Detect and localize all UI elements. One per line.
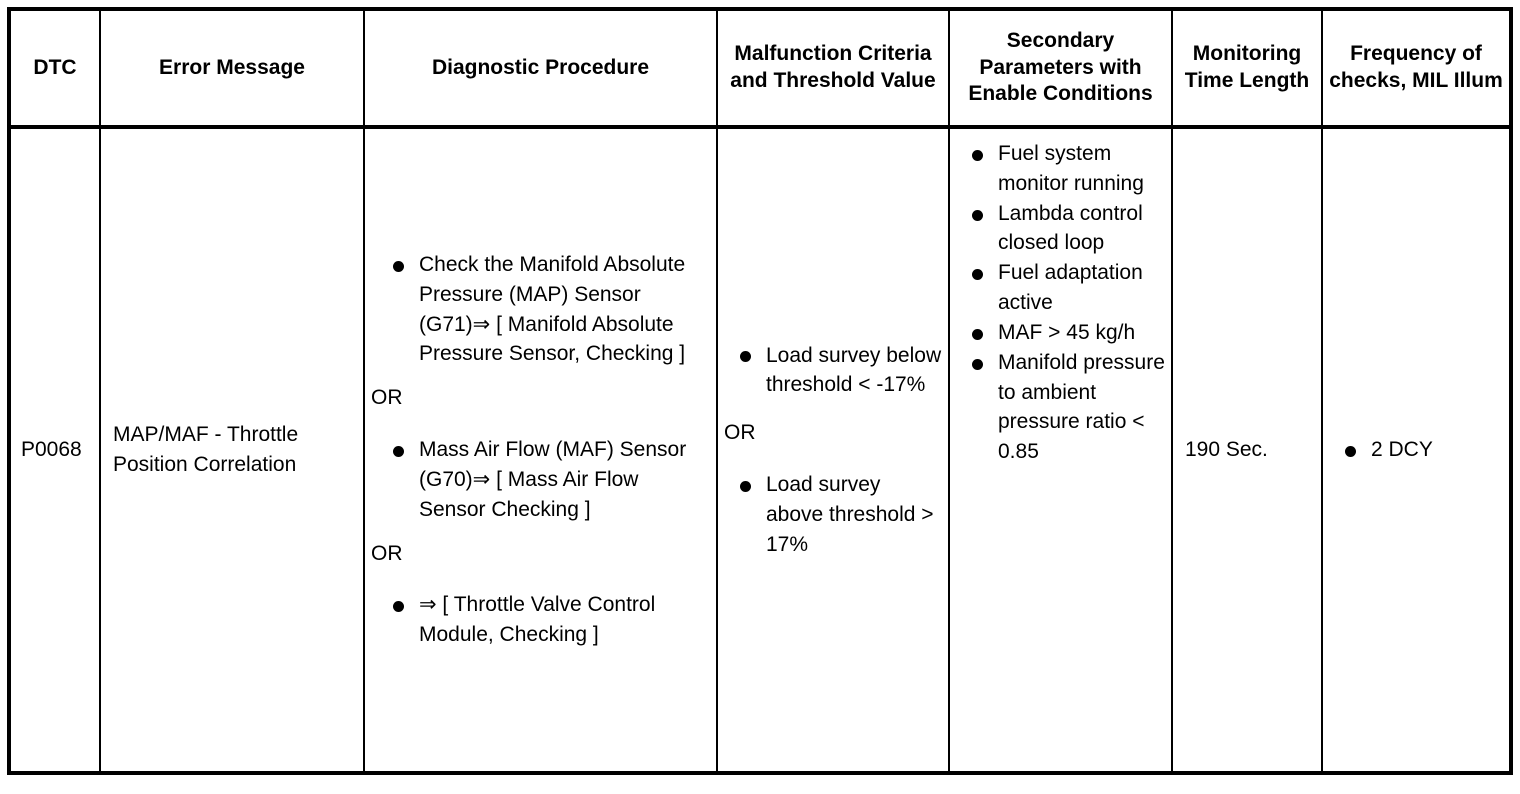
- list-item: Load survey below threshold < -17%: [736, 341, 942, 401]
- list-item: Fuel system monitor running: [968, 139, 1165, 199]
- spacer: [724, 448, 942, 470]
- cell-error-message: MAP/MAF - Throttle Position Correlation: [99, 127, 365, 773]
- cell-secondary-parameters: Fuel system monitor running Lambda contr…: [948, 127, 1173, 773]
- list-item: Check the Manifold Absolute Pressure (MA…: [389, 250, 710, 369]
- column-header-malfunction-criteria: Malfunction Criteria and Threshold Value: [716, 9, 950, 129]
- frequency-bullet-list: 2 DCY: [1329, 435, 1503, 465]
- malfunction-or-separator: OR: [724, 421, 756, 445]
- column-header-frequency-of-checks: Frequency of checks, MIL Illum: [1321, 9, 1511, 129]
- list-item: Mass Air Flow (MAF) Sensor (G70)⇒ [ Mass…: [389, 435, 710, 524]
- cell-malfunction-criteria: Load survey below threshold < -17% OR Lo…: [716, 127, 950, 773]
- cell-diagnostic-procedure: Check the Manifold Absolute Pressure (MA…: [363, 127, 718, 773]
- spacer: [371, 568, 710, 590]
- column-header-diagnostic-procedure: Diagnostic Procedure: [363, 9, 718, 129]
- cell-frequency-of-checks: 2 DCY: [1321, 127, 1511, 773]
- column-header-secondary-parameters: Secondary Parameters with Enable Conditi…: [948, 9, 1173, 129]
- list-item: 2 DCY: [1341, 435, 1503, 465]
- list-item: Fuel adaptation active: [968, 258, 1165, 318]
- column-header-error-message: Error Message: [99, 9, 365, 129]
- list-item: MAF > 45 kg/h: [968, 318, 1165, 348]
- list-item: ⇒ [ Throttle Valve Control Module, Check…: [389, 590, 710, 650]
- diagnostic-or-separator-1: OR: [371, 386, 403, 410]
- spacer: [371, 525, 710, 539]
- cell-dtc: P0068: [9, 127, 101, 773]
- header-row: DTC Error Message Diagnostic Procedure M…: [9, 9, 1511, 129]
- cell-monitoring-time-length: 190 Sec.: [1171, 127, 1323, 773]
- table-body: P0068 MAP/MAF - Throttle Position Correl…: [9, 127, 1511, 773]
- diagnostic-bullet-list-2: Mass Air Flow (MAF) Sensor (G70)⇒ [ Mass…: [371, 435, 710, 524]
- malfunction-bullet-list-1: Load survey below threshold < -17%: [724, 341, 942, 401]
- spacer: [371, 369, 710, 383]
- malfunction-bullet-list-2: Load survey above threshold > 17%: [724, 470, 942, 559]
- list-item: Manifold pressure to ambient pressure ra…: [968, 348, 1165, 467]
- list-item: Load survey above threshold > 17%: [736, 470, 942, 559]
- table-header: DTC Error Message Diagnostic Procedure M…: [9, 9, 1511, 129]
- diagnostic-bullet-list-3: ⇒ [ Throttle Valve Control Module, Check…: [371, 590, 710, 650]
- column-header-monitoring-time-length: Monitoring Time Length: [1171, 9, 1323, 129]
- spacer: [724, 400, 942, 418]
- dtc-diagnostic-table: DTC Error Message Diagnostic Procedure M…: [7, 7, 1513, 775]
- spacer: [371, 413, 710, 435]
- secondary-parameters-list: Fuel system monitor running Lambda contr…: [956, 139, 1165, 467]
- list-item: Lambda control closed loop: [968, 199, 1165, 259]
- diagnostic-bullet-list-1: Check the Manifold Absolute Pressure (MA…: [371, 250, 710, 369]
- column-header-dtc: DTC: [9, 9, 101, 129]
- diagnostic-or-separator-2: OR: [371, 541, 403, 565]
- table-row: P0068 MAP/MAF - Throttle Position Correl…: [9, 127, 1511, 773]
